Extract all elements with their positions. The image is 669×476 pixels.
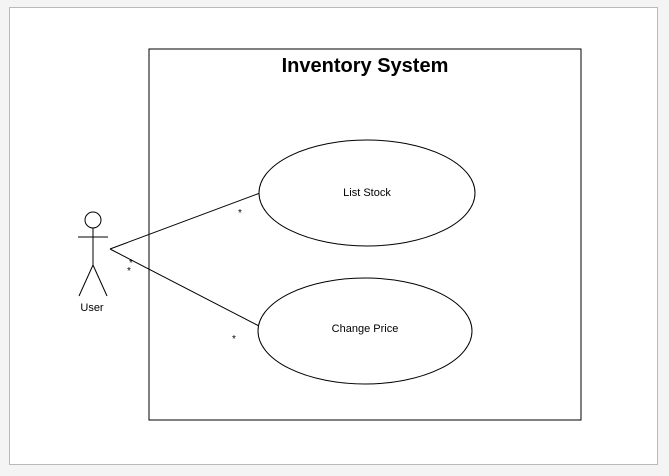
association-list-stock	[109, 192, 261, 250]
use-case-list-stock	[258, 139, 476, 247]
actor-user	[78, 211, 108, 297]
actor-head	[84, 211, 102, 229]
association-change-price	[109, 248, 262, 328]
system-title: Inventory System	[282, 55, 449, 77]
actor-label: User	[80, 302, 104, 314]
actor-right-leg	[92, 264, 108, 297]
actor-left-leg	[78, 264, 94, 297]
multiplicity-actor-list-stock: *	[129, 258, 133, 269]
use-case-change-price-label: Change Price	[332, 323, 399, 335]
use-case-list-stock-label: List Stock	[343, 187, 391, 199]
use-case-change-price	[257, 277, 473, 385]
multiplicity-list-stock: *	[238, 208, 242, 219]
multiplicity-change-price: *	[232, 334, 236, 345]
multiplicity-actor-change-price: *	[127, 266, 131, 277]
